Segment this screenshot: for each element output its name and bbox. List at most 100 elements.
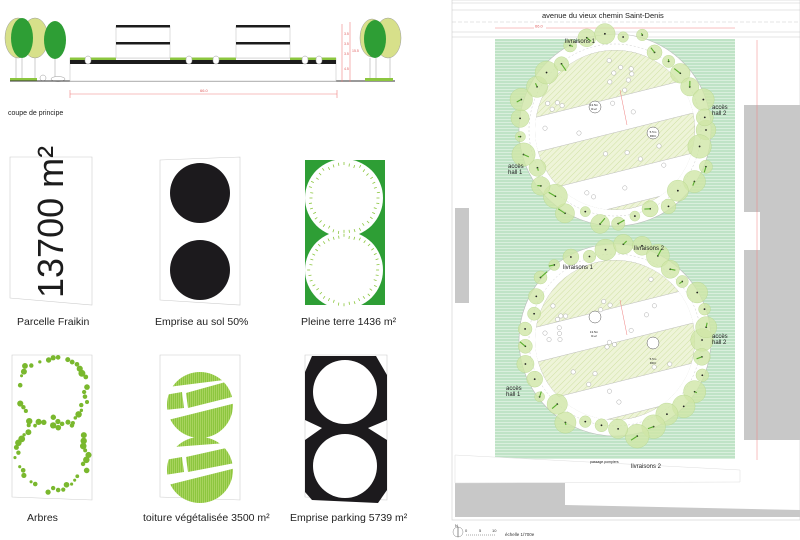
skylight bbox=[667, 361, 673, 367]
skylight bbox=[651, 303, 657, 309]
skylight bbox=[607, 388, 612, 394]
tick-mark bbox=[367, 293, 371, 297]
tree-shadow bbox=[557, 208, 566, 214]
skylight bbox=[622, 185, 628, 191]
tag-low-top: 5.5m RDC bbox=[649, 130, 657, 138]
tree-dot bbox=[73, 416, 78, 420]
label-livraisons-2-bottom: livraisons 2 bbox=[631, 464, 662, 470]
label-passage: passage pompiers bbox=[590, 460, 619, 464]
tree-trunk bbox=[666, 413, 668, 416]
tree-shadow bbox=[670, 268, 676, 271]
skylight bbox=[610, 100, 616, 106]
tick-mark bbox=[322, 224, 326, 227]
tree-trunk bbox=[641, 244, 643, 247]
tree-dot bbox=[81, 389, 87, 395]
tick-mark bbox=[328, 225, 331, 229]
tree-shadow bbox=[539, 391, 542, 397]
panel-toiture bbox=[159, 354, 241, 503]
north-label: N bbox=[455, 523, 458, 528]
tree-shadow bbox=[694, 391, 698, 394]
tree-trunk bbox=[603, 32, 606, 35]
panel-label-emprise-sol: Emprise au sol 50% bbox=[155, 316, 249, 328]
tick-mark bbox=[332, 164, 335, 168]
roof-group bbox=[535, 260, 695, 420]
skylight bbox=[629, 71, 635, 77]
tree-trunk bbox=[617, 427, 620, 430]
scale-tick-0: 0 bbox=[465, 528, 468, 533]
tick-mark bbox=[369, 288, 373, 291]
tree-trunk bbox=[703, 116, 706, 119]
tree-dot bbox=[41, 419, 47, 426]
tick-mark bbox=[310, 180, 314, 183]
tick-mark bbox=[362, 295, 366, 299]
street-name: avenue du vieux chemin Saint-Denis bbox=[542, 11, 664, 20]
tree-dot bbox=[75, 474, 80, 479]
tick-mark bbox=[362, 169, 366, 173]
tree-dot bbox=[45, 357, 52, 363]
tree-dot bbox=[74, 361, 80, 367]
tree-dot bbox=[45, 489, 51, 495]
dimension-line bbox=[619, 89, 628, 126]
label-livraisons-1-bottom: livraisons 1 bbox=[563, 265, 594, 271]
tick-mark bbox=[353, 236, 356, 240]
tree-shadow bbox=[519, 341, 526, 347]
tree-dot bbox=[65, 357, 71, 363]
tag-high-top: 13.5m R+2 bbox=[589, 103, 599, 111]
tree-trunk bbox=[698, 145, 701, 148]
skylight bbox=[557, 331, 562, 336]
tree-trunk bbox=[584, 210, 587, 213]
tick-mark bbox=[322, 295, 326, 299]
north-arrow-icon bbox=[452, 526, 464, 538]
tree-dot bbox=[13, 444, 19, 450]
skylight bbox=[607, 79, 613, 85]
panel-label-pleine-terre: Pleine terre 1436 m² bbox=[301, 316, 397, 328]
tree-dot bbox=[83, 448, 88, 453]
tree-shadow bbox=[536, 167, 539, 171]
section-height-3: 3.5 bbox=[344, 52, 349, 56]
tree-dot bbox=[70, 482, 74, 486]
tick-mark bbox=[353, 165, 356, 169]
skylight bbox=[603, 151, 608, 157]
label-livraisons-1-top: livraisons 1 bbox=[565, 39, 596, 45]
tree-shadow bbox=[548, 264, 555, 267]
tree-dot bbox=[50, 355, 56, 361]
tree-dot bbox=[83, 456, 90, 464]
tree-dot bbox=[17, 400, 24, 407]
tick-mark bbox=[372, 181, 376, 184]
parcelle-area: 13700 m² bbox=[30, 146, 71, 298]
tree-trunk bbox=[703, 308, 706, 311]
plan-width-dim: 66.0 bbox=[535, 24, 544, 29]
skylight bbox=[638, 156, 643, 162]
skylight bbox=[618, 64, 624, 70]
scale-label: échelle 1/700e bbox=[505, 532, 535, 537]
tick-mark bbox=[370, 176, 374, 180]
tree-shadow bbox=[705, 322, 708, 328]
tick-mark bbox=[373, 279, 377, 281]
tick-mark bbox=[327, 238, 330, 242]
tree-dot bbox=[55, 418, 61, 425]
tick-mark bbox=[310, 258, 314, 261]
tick-mark bbox=[373, 253, 377, 256]
tree-dot bbox=[20, 368, 27, 375]
tree-trunk bbox=[524, 363, 527, 365]
panel-label-toiture: toiture végétalisée 3500 m² bbox=[143, 512, 270, 524]
tree-dot bbox=[61, 487, 66, 492]
tick-mark bbox=[322, 167, 325, 171]
panel-pleine-terre bbox=[305, 159, 385, 309]
tick-mark bbox=[358, 227, 361, 231]
tree-shadow bbox=[599, 217, 606, 225]
section-drawing: 66.0 3.5 3.5 3.5 4.5 15.5 bbox=[4, 17, 402, 98]
building-block-2 bbox=[235, 25, 291, 59]
tick-mark bbox=[366, 220, 370, 224]
tree-shadow bbox=[617, 219, 625, 225]
tick-mark bbox=[309, 207, 314, 210]
section-height-4: 4.5 bbox=[344, 67, 349, 71]
tick-mark bbox=[312, 284, 316, 287]
skylight bbox=[592, 371, 598, 376]
tick-mark bbox=[318, 172, 322, 176]
plan-width-dim-group: 66.0 bbox=[534, 23, 546, 29]
tree-dot bbox=[38, 360, 42, 364]
tick-mark bbox=[313, 211, 317, 215]
tree-shadow bbox=[551, 403, 558, 410]
